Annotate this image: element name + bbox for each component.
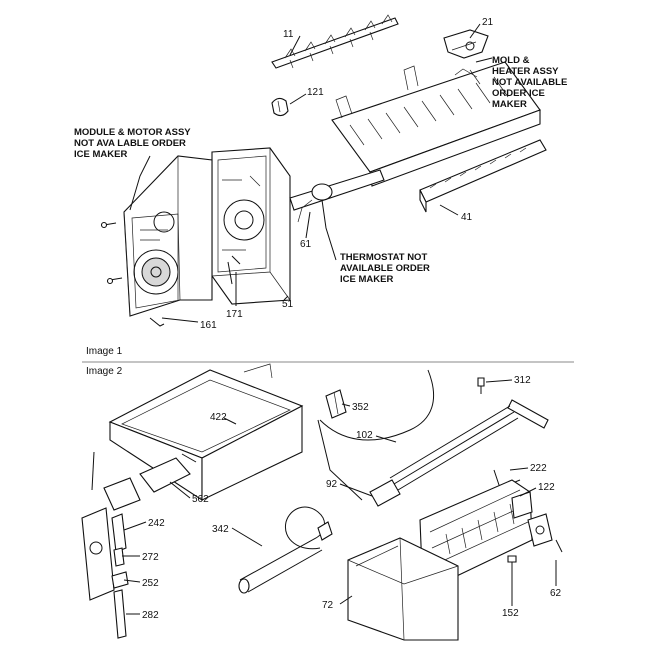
image-1-caption: Image 1	[86, 346, 123, 357]
part-module-motor	[123, 155, 213, 317]
callout-61: 61	[300, 239, 312, 250]
callout-51: 51	[282, 299, 294, 310]
callout-282: 282	[142, 610, 159, 621]
part-cover-72	[347, 537, 459, 641]
part-62	[527, 513, 563, 553]
image-1-drawing: 11 21 121 41 61 51 171 161 MODULE & MOTO…	[74, 14, 570, 357]
part-312	[477, 377, 485, 394]
part-shutoff-assy	[81, 451, 191, 639]
note-mold-heater: MOLD & HEATER ASSY NOT AVAILABLE ORDER I…	[492, 55, 570, 110]
part-152	[507, 555, 517, 600]
note-module-motor: MODULE & MOTOR ASSY NOT AVA LABLE ORDER …	[74, 127, 193, 160]
part-harness-222	[369, 399, 549, 507]
callout-562: 562	[192, 494, 209, 505]
callout-92: 92	[326, 479, 338, 490]
part-ejector-11	[271, 14, 399, 69]
callout-312: 312	[514, 375, 531, 386]
part-wire-102	[317, 369, 435, 501]
callout-102: 102	[356, 430, 373, 441]
callout-161: 161	[200, 320, 217, 331]
note-thermostat: THERMOSTAT NOT AVAILABLE ORDER ICE MAKER	[340, 252, 433, 285]
part-thermostat-61	[289, 169, 385, 223]
callout-222: 222	[530, 463, 547, 474]
part-121	[271, 97, 289, 117]
callout-21: 21	[482, 17, 494, 28]
callout-41: 41	[461, 212, 473, 223]
callout-352: 352	[352, 402, 369, 413]
leader-lines-image-1	[129, 23, 493, 323]
part-housing-51	[211, 147, 291, 305]
part-ice-bucket-422	[108, 363, 304, 502]
callout-72: 72	[322, 600, 334, 611]
image-2-drawing: Image 2	[81, 363, 563, 641]
callout-121: 121	[307, 87, 324, 98]
screws-image-1	[100, 221, 241, 327]
callout-152: 152	[502, 608, 519, 619]
part-fill-tube-342	[238, 506, 333, 594]
part-21	[443, 29, 489, 59]
callout-122: 122	[538, 482, 555, 493]
callout-11: 11	[283, 29, 294, 40]
callout-342: 342	[212, 524, 229, 535]
callout-252: 252	[142, 578, 159, 589]
callout-171: 171	[226, 309, 243, 320]
callout-242: 242	[148, 518, 165, 529]
part-41	[419, 139, 547, 213]
callout-272: 272	[142, 552, 159, 563]
leader-lines-image-2	[122, 379, 557, 615]
part-352	[325, 389, 347, 419]
part-icemaker-122	[419, 479, 533, 585]
callout-62: 62	[550, 588, 562, 599]
image-2-caption: Image 2	[86, 366, 123, 377]
callout-422: 422	[210, 412, 227, 423]
